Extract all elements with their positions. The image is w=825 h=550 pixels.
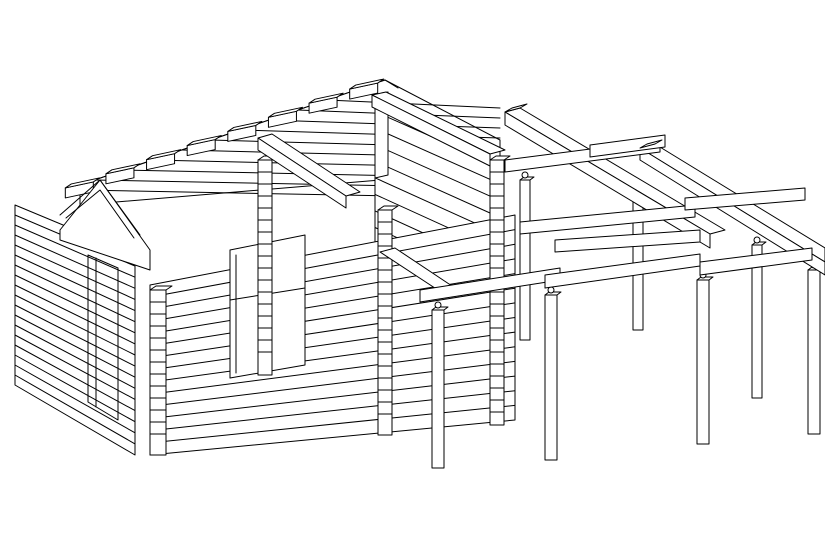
front-log-line — [149, 375, 516, 420]
front-log-line — [149, 243, 516, 310]
roof-stub-top — [227, 120, 263, 132]
side-log-line — [14, 244, 136, 300]
roof-stub-top — [349, 78, 385, 90]
roof-stub-top — [146, 149, 182, 161]
side-log-line — [14, 344, 136, 412]
pergola-post — [519, 179, 531, 341]
roof-stub-top — [186, 135, 222, 147]
side-log-line — [14, 284, 136, 345]
pergola-post-bolt — [521, 171, 529, 179]
front-log-line — [149, 390, 516, 432]
corner-post-cap — [489, 155, 511, 161]
corner-post — [149, 289, 167, 456]
pergola-beam-cap — [639, 139, 663, 149]
pergola-long-beam-side — [639, 147, 825, 276]
pergola-beams — [379, 103, 825, 303]
front-corner-post-left — [149, 285, 173, 456]
front-log-line — [149, 346, 516, 395]
front-log-line — [149, 258, 516, 322]
corner-post-cap — [377, 205, 399, 211]
pergola-beam-cap — [504, 103, 528, 113]
inner-log-line — [374, 144, 501, 202]
side-log-line — [14, 274, 136, 334]
front-log-line — [149, 287, 516, 347]
roof-stub-top — [64, 177, 100, 189]
front-log-line — [149, 404, 516, 444]
pergola-post — [431, 309, 445, 469]
side-log-line — [14, 374, 136, 445]
pergola-mid-beam — [684, 187, 806, 211]
corner-post-cap — [149, 285, 173, 291]
pergola-post-bolt — [753, 236, 761, 244]
pergola-front-beam — [544, 253, 701, 289]
pergola-front-beam — [699, 247, 813, 276]
front-log-line — [149, 302, 516, 359]
front-corner-post-middle — [257, 155, 399, 436]
side-log-line — [14, 334, 136, 400]
side-log-line — [14, 314, 136, 378]
front-log-line — [149, 273, 516, 335]
side-log-line — [14, 234, 136, 289]
side-log-line — [14, 294, 136, 356]
side-wall-logs — [14, 214, 136, 445]
roof-stub-top — [267, 106, 303, 118]
side-door-opening — [87, 254, 119, 421]
front-wall — [149, 155, 516, 456]
back-gable-log-line — [326, 99, 501, 109]
side-log-line — [14, 304, 136, 367]
roof-stub-top — [308, 92, 344, 104]
roof-purlin-stubs — [64, 78, 385, 199]
roof-stub-top — [105, 163, 141, 175]
front-corner-post-right — [489, 155, 511, 426]
corner-post — [377, 209, 393, 436]
pergola-post — [696, 279, 710, 445]
left-side-wall — [14, 204, 136, 456]
front-log-line — [149, 229, 516, 298]
pergola-back-beam — [589, 134, 666, 158]
side-log-line — [14, 264, 136, 323]
front-wall-logs — [149, 229, 516, 444]
front-log-line — [149, 331, 516, 383]
side-log-line — [14, 224, 136, 278]
side-log-line — [14, 364, 136, 434]
pergola-mid-beam — [519, 204, 696, 235]
side-log-line — [14, 324, 136, 389]
side-log-line — [14, 254, 136, 312]
pergola-structure — [379, 103, 825, 469]
pergola-post — [544, 294, 558, 461]
front-gable — [59, 179, 151, 271]
inner-log-line — [374, 160, 501, 218]
upper-ridge-beams — [257, 91, 506, 209]
pergola-mid-beam — [554, 229, 701, 253]
front-log-line — [149, 317, 516, 371]
pergola-post — [807, 269, 821, 435]
pergola-post-bolt — [434, 301, 442, 309]
side-log-line — [14, 354, 136, 423]
inner-log-line — [374, 127, 501, 185]
front-log-line — [149, 360, 516, 407]
